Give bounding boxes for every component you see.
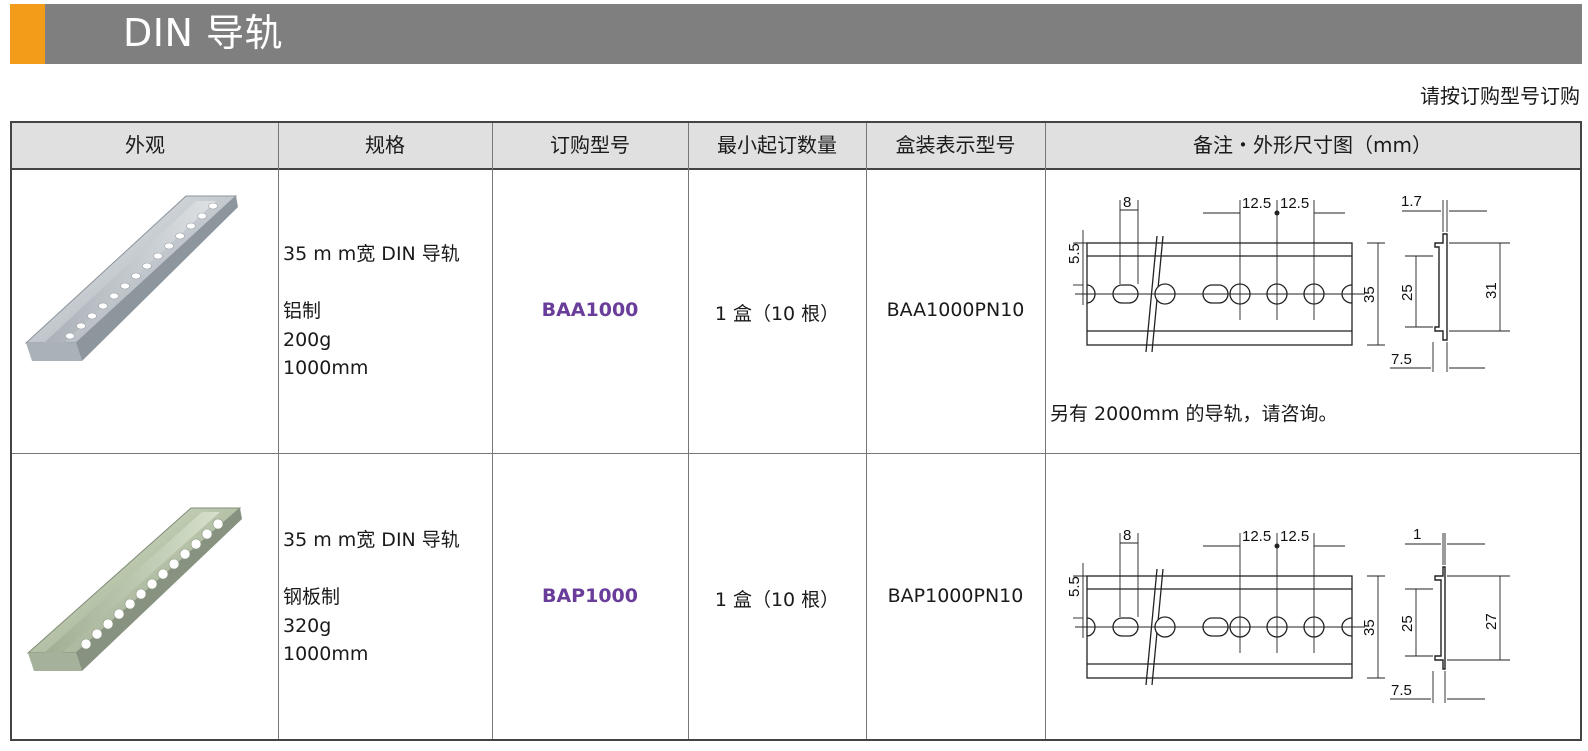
dim-label: 1: [1413, 526, 1421, 543]
title-bar: DIN 导轨: [10, 4, 1582, 64]
col-divider: [278, 123, 279, 739]
col-divider: [688, 123, 689, 739]
min-qty: 1 盒（10 根）: [714, 589, 840, 611]
spec-line: 1000mm: [283, 357, 369, 379]
dim-label: 25: [1399, 615, 1416, 632]
dim-label: 8: [1123, 527, 1131, 544]
spec-cell: 35 m m宽 DIN 导轨 钢板制 320g 1000mm: [283, 526, 460, 669]
header-spec: 规格: [365, 133, 405, 157]
table-header: 外观 规格 订购型号 最小起订数量 盒装表示型号 备注・外形尺寸图（mm）: [12, 123, 1580, 170]
box-model: BAP1000PN10: [887, 585, 1024, 607]
spec-line: 200g: [283, 328, 332, 351]
dim-label: 12.5: [1280, 195, 1309, 212]
dimension-drawing: 8 12.5 12.5 1.7 5.5 35 25 31 7.5: [1066, 193, 1510, 372]
dim-label: 7.5: [1391, 682, 1412, 699]
page-title: DIN 导轨: [123, 11, 283, 55]
box-model: BAA1000PN10: [886, 299, 1025, 321]
row-divider: [12, 453, 1580, 454]
dimension-drawing: 8 12.5 12.5 1 5.5 35 25 27 7.5: [1066, 526, 1510, 703]
dim-label: 27: [1483, 613, 1500, 630]
order-model: BAA1000: [541, 299, 639, 321]
order-model: BAP1000: [542, 585, 638, 607]
remark-text: 另有 2000mm 的导轨，请咨询。: [1050, 403, 1338, 425]
dim-label: 25: [1399, 284, 1416, 301]
header-min-qty: 最小起订数量: [717, 133, 837, 157]
spec-cell: 35 m m宽 DIN 导轨 铝制 200g 1000mm: [283, 240, 460, 383]
dim-label: 5.5: [1066, 243, 1083, 264]
order-note: 请按订购型号订购: [1420, 84, 1580, 108]
dim-label: 31: [1483, 282, 1500, 299]
spec-line: 35 m m宽 DIN 导轨: [283, 529, 460, 551]
header-model: 订购型号: [550, 133, 630, 157]
header-box-model: 盒装表示型号: [895, 133, 1016, 157]
header-remark: 备注・外形尺寸图（mm）: [1193, 133, 1432, 157]
title-accent: [10, 4, 45, 64]
col-divider: [1045, 123, 1046, 739]
dim-label: 12.5: [1280, 528, 1309, 545]
din-rail-aluminum-photo: [24, 195, 238, 361]
min-qty: 1 盒（10 根）: [714, 303, 840, 325]
dim-label: 1.7: [1401, 193, 1422, 210]
dim-label: 7.5: [1391, 351, 1412, 368]
din-rail-steel-photo: [26, 507, 242, 671]
spec-line: 铝制: [283, 300, 322, 322]
dim-label: 35: [1361, 286, 1378, 303]
col-divider: [492, 123, 493, 739]
header-appearance: 外观: [125, 133, 165, 157]
product-table: 外观 规格 订购型号 最小起订数量 盒装表示型号 备注・外形尺寸图（mm）: [10, 121, 1582, 741]
spec-line: 320g: [283, 614, 332, 637]
dim-label: 12.5: [1242, 528, 1271, 545]
spec-line: 35 m m宽 DIN 导轨: [283, 243, 460, 265]
spec-line: [283, 555, 460, 584]
spec-line: 1000mm: [283, 643, 369, 665]
dim-label: 8: [1123, 194, 1131, 211]
dim-label: 5.5: [1066, 576, 1083, 597]
spec-line: [283, 269, 460, 298]
col-divider: [866, 123, 867, 739]
dim-label: 35: [1361, 619, 1378, 636]
dim-label: 12.5: [1242, 195, 1271, 212]
spec-line: 钢板制: [283, 586, 341, 608]
